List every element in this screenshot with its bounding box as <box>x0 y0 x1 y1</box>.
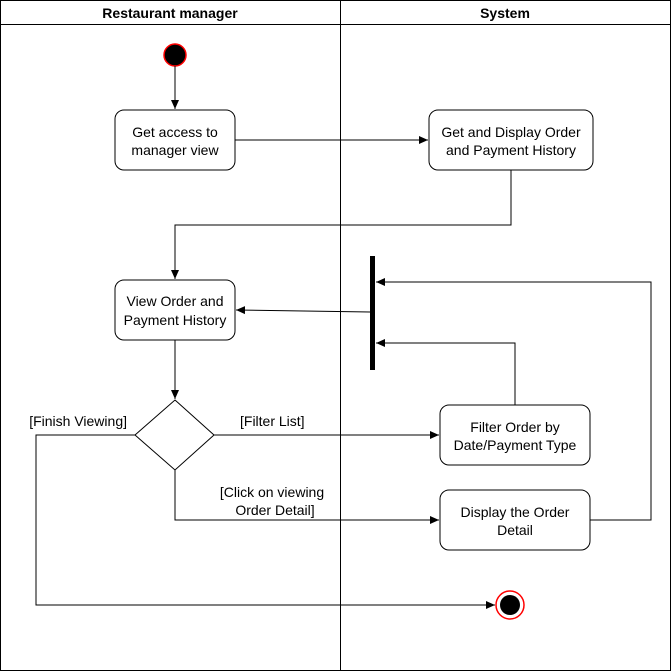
action-display-order-detail: Display the Order Detail <box>439 489 591 551</box>
lane-title-system: System <box>480 5 530 21</box>
edge-display-to-view-order <box>171 170 512 279</box>
action-get-access-line-2: manager view <box>131 142 219 158</box>
action-filter-order-line-1: Filter Order by <box>470 419 559 435</box>
edge-detail-to-fork <box>376 278 652 521</box>
guard-finish-viewing: [Finish Viewing] <box>29 413 127 429</box>
edge-fork-to-view-order <box>235 306 371 315</box>
action-view-order-line-1: View Order and <box>126 293 223 309</box>
action-display-detail-line-2: Detail <box>497 522 533 538</box>
edges <box>35 66 652 609</box>
edge-decision-to-detail <box>174 470 439 524</box>
action-get-display-history: Get and Display Order and Payment Histor… <box>428 109 594 171</box>
action-view-order-history: View Order and Payment History <box>114 279 236 341</box>
action-get-access: Get access to manager view <box>114 109 236 171</box>
guard-click-line-1: [Click on viewing <box>220 484 324 500</box>
fork-join-bar <box>370 256 375 370</box>
action-get-display-line-2: and Payment History <box>446 142 576 158</box>
edge-decision-to-final <box>35 434 495 609</box>
lane-title-restaurant-manager: Restaurant manager <box>102 5 238 21</box>
final-node <box>495 590 525 620</box>
action-filter-order-line-2: Date/Payment Type <box>454 437 577 453</box>
action-get-access-line-1: Get access to <box>132 124 218 140</box>
edge-filter-to-fork <box>376 339 516 405</box>
action-get-display-line-1: Get and Display Order <box>441 124 581 140</box>
initial-node <box>163 43 187 67</box>
decision-node <box>134 399 215 471</box>
action-view-order-line-2: Payment History <box>124 312 227 328</box>
action-filter-order: Filter Order by Date/Payment Type <box>439 404 591 466</box>
action-display-detail-line-1: Display the Order <box>461 504 570 520</box>
guard-click-line-2: Order Detail] <box>235 502 314 518</box>
guard-filter-list: [Filter List] <box>240 413 305 429</box>
